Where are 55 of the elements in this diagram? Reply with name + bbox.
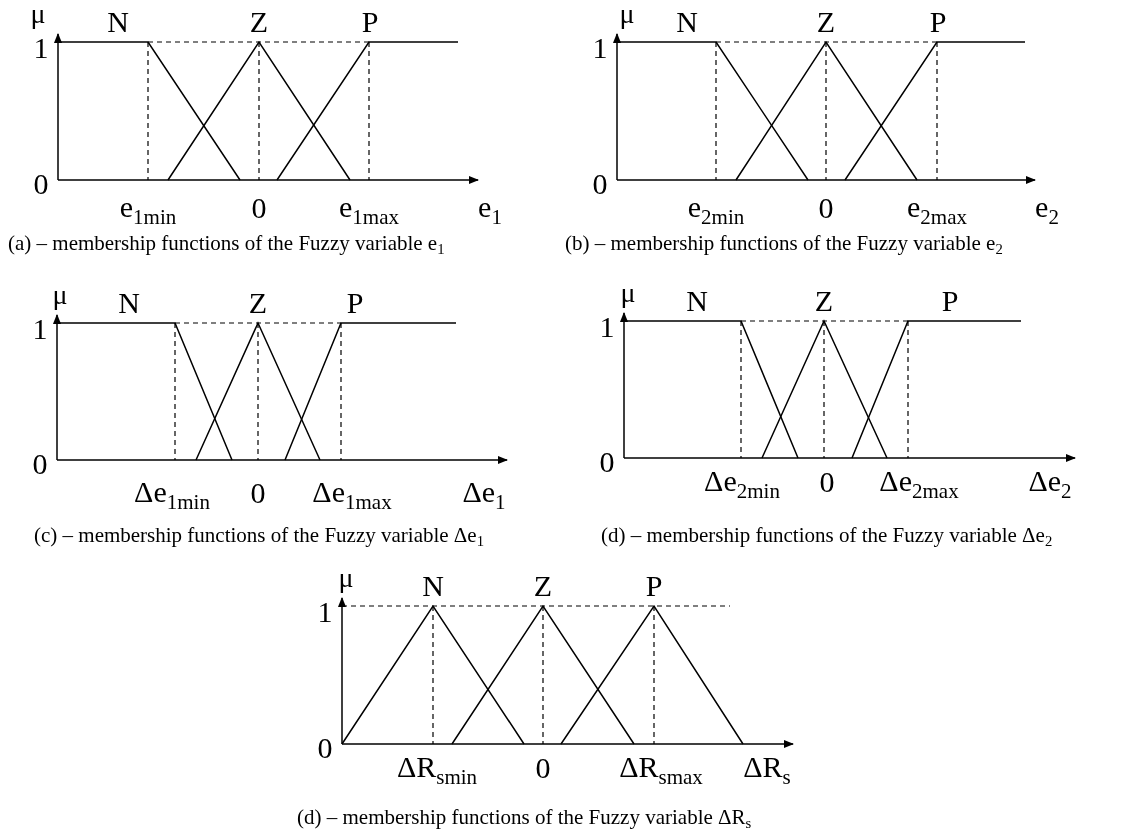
- tick-label: 0: [250, 478, 266, 508]
- set-label: P: [645, 571, 663, 601]
- tick-label: Δe$_{1min}$: [134, 477, 210, 513]
- tick-label: 0: [32, 449, 48, 479]
- caption: (d) – membership functions of the Fuzzy variable ΔR$_{s}$: [297, 806, 752, 832]
- set-label: N: [686, 286, 708, 316]
- set-label: Z: [816, 7, 836, 37]
- tick-label: 0: [818, 193, 834, 223]
- axis-label: μ: [30, 0, 46, 28]
- set-label: Z: [248, 288, 268, 318]
- caption: (a) – membership functions of the Fuzzy variable e$_{1}$: [8, 232, 445, 258]
- tick-label: Δe$_{2max}$: [879, 466, 959, 502]
- tick-label: 0: [592, 169, 608, 199]
- axis-label: μ: [619, 0, 635, 28]
- tick-label: 1: [32, 314, 48, 344]
- axis-label: Δe$_{1}$: [462, 477, 506, 513]
- tick-label: Δe$_{2min}$: [704, 466, 780, 502]
- tick-label: e$_{1min}$: [119, 192, 177, 228]
- set-label: P: [941, 286, 959, 316]
- set-label: N: [107, 7, 129, 37]
- tick-label: 1: [592, 33, 608, 63]
- tick-label: ΔR$_{smax}$: [619, 752, 703, 788]
- set-label: Z: [249, 7, 269, 37]
- set-label: Z: [814, 286, 834, 316]
- tick-label: ΔR$_{smin}$: [396, 752, 478, 788]
- tick-label: 1: [33, 33, 49, 63]
- set-label: P: [346, 288, 364, 318]
- set-label: P: [361, 7, 379, 37]
- axis-label: μ: [338, 564, 354, 592]
- tick-label: e$_{2max}$: [907, 192, 967, 228]
- axis-label: μ: [620, 279, 636, 307]
- set-label: N: [676, 7, 698, 37]
- tick-label: 0: [819, 467, 835, 497]
- tick-label: Δe$_{1max}$: [312, 477, 392, 513]
- tick-label: 0: [33, 169, 49, 199]
- tick-label: 0: [599, 447, 615, 477]
- axis-label: μ: [52, 281, 68, 309]
- tick-label: e$_{1max}$: [339, 192, 399, 228]
- tick-label: 0: [317, 733, 333, 763]
- axis-label: e$_{2}$: [1035, 192, 1059, 228]
- caption: (b) – membership functions of the Fuzzy variable e$_{2}$: [565, 232, 1003, 258]
- set-label: P: [929, 7, 947, 37]
- axis-label: ΔR$_{s}$: [743, 752, 791, 788]
- caption: (c) – membership functions of the Fuzzy variable Δe$_{1}$: [34, 524, 485, 550]
- set-label: N: [118, 288, 140, 318]
- tick-label: 0: [535, 753, 551, 783]
- tick-label: 1: [317, 597, 333, 627]
- caption: (d) – membership functions of the Fuzzy variable Δe$_{2}$: [601, 524, 1053, 550]
- tick-label: 0: [251, 193, 267, 223]
- axis-label: Δe$_{2}$: [1028, 466, 1072, 502]
- set-label: Z: [533, 571, 553, 601]
- set-label: N: [422, 571, 444, 601]
- tick-label: e$_{2min}$: [687, 192, 745, 228]
- axis-label: e$_{1}$: [478, 192, 502, 228]
- tick-label: 1: [599, 312, 615, 342]
